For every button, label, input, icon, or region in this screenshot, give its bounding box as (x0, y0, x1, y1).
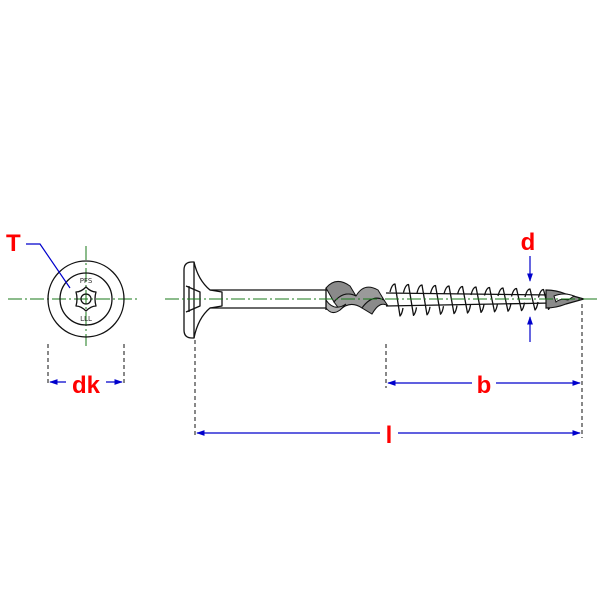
thread-turn (443, 285, 458, 315)
thread-turn (402, 283, 418, 317)
thread-length-label: b (477, 372, 492, 399)
washer-head (183, 261, 195, 339)
drive-label: T (6, 230, 21, 257)
head-outer-circle (47, 260, 125, 338)
thread-diameter-dimension: d (521, 229, 536, 342)
core-bottom (385, 302, 553, 307)
drive-label-group: T (6, 230, 71, 289)
thread-length-dimension: b (385, 304, 583, 438)
head-inner-circle (59, 272, 113, 326)
thread-turn (456, 285, 472, 314)
thread-turn (524, 288, 539, 311)
thread-turn (510, 287, 526, 312)
thread-diameter-label: d (521, 229, 536, 256)
head-underside (193, 261, 223, 339)
total-length-label: l (386, 422, 393, 449)
total-length-dimension: l (194, 340, 581, 449)
core-top (385, 292, 553, 296)
head-marking-top: PFS (80, 277, 93, 285)
thread-turn (429, 284, 445, 315)
thread-turn (470, 286, 485, 314)
thread-turn (497, 287, 512, 312)
torx-drive-icon (75, 286, 97, 312)
head-diameter-label: dk (72, 372, 101, 399)
thread-turns (389, 283, 553, 317)
head-diameter-dimension: dk (47, 344, 125, 399)
thread-turn (416, 284, 431, 316)
head-marking-bottom: LLL (80, 315, 92, 323)
thread-turn (483, 286, 499, 313)
thread-turn (389, 283, 404, 317)
screw-side-view (183, 261, 587, 339)
drive-leader-line (26, 243, 71, 289)
torx-center (80, 293, 92, 305)
cutter-ribs (325, 281, 389, 315)
head-top-view: PFS LLL (8, 246, 140, 346)
